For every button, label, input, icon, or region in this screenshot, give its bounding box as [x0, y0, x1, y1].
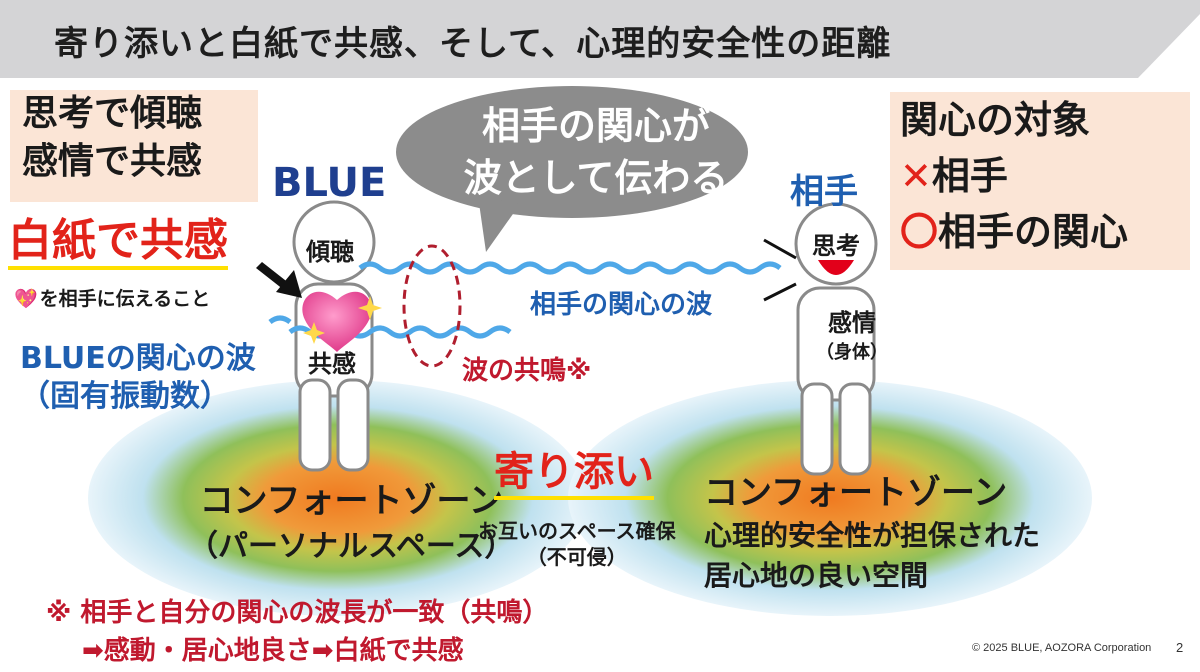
- interest-target-box: 関心の対象 ✕相手 〇相手の関心: [890, 92, 1190, 270]
- speech-bubble-line2: 波として伝わる: [463, 156, 729, 200]
- footnote-line2: ➡感動・居心地良さ➡白紙で共感: [82, 636, 464, 666]
- blue-wave-label-line1: BLUEの関心の波: [20, 341, 256, 376]
- blue-wave-label-line2: （固有振動数）: [20, 379, 230, 414]
- right-zone-line3: 居心地の良い空間: [704, 559, 929, 592]
- emphasis-line-bottom: [763, 282, 797, 302]
- right-box-line2: ✕相手: [890, 148, 1190, 204]
- speech-bubble: [396, 86, 748, 252]
- left-zone-line2: （パーソナルスペース）: [188, 529, 515, 564]
- header-bar: [0, 0, 1200, 78]
- heart-caption-text: を相手に伝えること: [39, 288, 211, 310]
- blue-wave-label: BLUEの関心の波 （固有振動数）: [20, 340, 256, 416]
- sparkling-heart-icon: [302, 291, 382, 352]
- partner-person-figure: [794, 202, 878, 476]
- circle-mark-icon: 〇: [900, 210, 939, 254]
- space-note: お互いのスペース確保 （不可侵）: [478, 518, 676, 570]
- partner-mouth-icon: [818, 260, 854, 275]
- partner-interest-wave: [358, 261, 782, 275]
- resonance-label: 波の共鳴※: [462, 356, 592, 386]
- blue-interest-wave-left: [268, 315, 292, 325]
- left-box-line2: 感情で共感: [22, 141, 203, 182]
- emphasis-line-top: [763, 238, 797, 260]
- feel-label: 感情 （身体）: [816, 308, 888, 368]
- right-zone-line2: 心理的安全性が担保された: [704, 519, 1041, 552]
- space-note-line1: お互いのスペース確保: [478, 519, 676, 543]
- blue-label: BLUE: [272, 160, 387, 206]
- feel-label-text: 感情: [828, 309, 876, 337]
- body-label-text: （身体）: [816, 342, 888, 363]
- footnote: ※ 相手と自分の関心の波長が一致（共鳴） ➡感動・居心地良さ➡白紙で共感: [46, 594, 548, 670]
- heart-icon: 💖: [14, 288, 38, 310]
- copyright: © 2025 BLUE, AOZORA Corporation: [972, 642, 1152, 654]
- right-comfort-zone: [568, 380, 1092, 616]
- right-comfort-zone-label: コンフォートゾーン 心理的安全性が担保された 居心地の良い空間: [704, 470, 1040, 596]
- space-note-line2: （不可侵）: [526, 545, 627, 569]
- empathy-label: 共感: [308, 350, 356, 378]
- right-box-line3: 〇相手の関心: [890, 204, 1190, 260]
- right-box-line2-text: 相手: [931, 154, 1008, 198]
- resonance-circle: [402, 244, 462, 368]
- think-label: 思考: [812, 232, 860, 260]
- right-box-line1: 関心の対象: [900, 98, 1091, 142]
- heart-caption: 💖を相手に伝えること: [14, 284, 210, 311]
- left-comfort-zone-label: コンフォートゾーン （パーソナルスペース）: [188, 478, 514, 570]
- left-box-line1: 思考で傾聴: [22, 93, 203, 134]
- footnote-line1: ※ 相手と自分の関心の波長が一致（共鳴）: [46, 598, 549, 628]
- speech-bubble-line1: 相手の関心が: [481, 104, 710, 148]
- cross-mark-icon: ✕: [900, 154, 932, 198]
- partner-wave-label: 相手の関心の波: [530, 290, 713, 320]
- listen-label: 傾聴: [306, 238, 354, 266]
- hakushi-empathy-heading: 白紙で共感: [8, 216, 228, 270]
- speech-bubble-text: 相手の関心が 波として伝わる: [446, 100, 746, 204]
- left-comfort-zone: [88, 380, 588, 616]
- yorisoi-heading: 寄り添い: [494, 448, 654, 500]
- right-box-line3-text: 相手の関心: [938, 210, 1129, 254]
- left-summary-box: 思考で傾聴 感情で共感: [10, 90, 258, 202]
- page-title: 寄り添いと白紙で共感、そして、心理的安全性の距離: [54, 24, 892, 64]
- pointing-arrow-icon: [256, 262, 302, 298]
- left-zone-line1: コンフォートゾーン: [199, 481, 503, 521]
- page-number: 2: [1176, 640, 1184, 655]
- partner-label: 相手: [790, 172, 858, 212]
- right-zone-line1: コンフォートゾーン: [704, 473, 1008, 513]
